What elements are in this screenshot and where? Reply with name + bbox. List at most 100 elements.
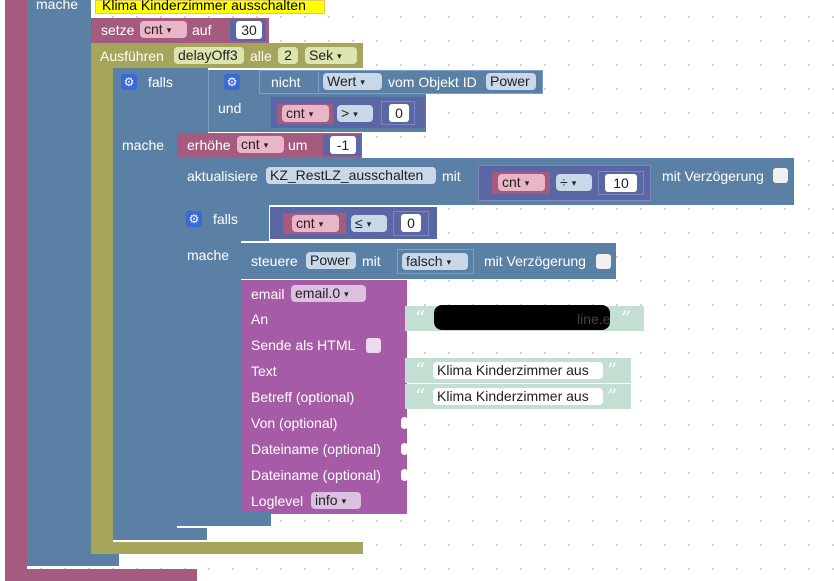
increment-num-field[interactable]: -1 [330, 136, 356, 154]
email-loglevel-value: info [315, 492, 338, 508]
quote-close-icon: ” [607, 384, 618, 408]
compare-num-field-2[interactable]: 0 [401, 214, 421, 232]
control-value-dropdown[interactable]: falsch▾ [402, 253, 468, 270]
gear-icon[interactable]: ⚙ [224, 74, 240, 90]
object-id-field[interactable]: Power [486, 73, 536, 90]
compare-var-value-2: cnt [296, 215, 315, 231]
compare-var-dropdown-2[interactable]: cnt▾ [292, 215, 339, 232]
interval-every-label: alle [250, 48, 272, 64]
interval-value-field[interactable]: 2 [278, 47, 298, 64]
interval-name-field[interactable]: delayOff3 [174, 47, 244, 64]
email-block[interactable] [241, 280, 407, 514]
gear-icon[interactable]: ⚙ [186, 211, 202, 227]
dropdown-arrow-icon: ▾ [337, 51, 342, 61]
compare-op-dropdown-2[interactable]: ≤▾ [351, 215, 387, 232]
increment-by-label: um [288, 137, 308, 153]
email-file1-socket[interactable] [401, 443, 408, 455]
increment-var-dropdown[interactable]: cnt▾ [237, 136, 284, 153]
dropdown-arrow-icon: ▾ [524, 178, 530, 188]
quote-open-icon: “ [415, 306, 426, 330]
not-label: nicht [271, 74, 301, 90]
email-to-value: line.e [577, 311, 611, 327]
email-file1-label: Dateiname (optional) [251, 441, 381, 457]
outer-event-block[interactable] [5, 0, 27, 574]
quote-close-icon: ” [621, 306, 632, 330]
compare-num-field-1[interactable]: 0 [389, 104, 409, 122]
interval-run-label: Ausführen [100, 48, 164, 64]
math-num-field[interactable]: 10 [605, 174, 637, 192]
dropdown-arrow-icon: ▾ [360, 77, 365, 87]
gear-icon[interactable]: ⚙ [121, 74, 137, 90]
control-value-text: falsch [406, 253, 443, 269]
dropdown-arrow-icon: ▾ [318, 219, 324, 229]
increment-var-value: cnt [241, 136, 260, 152]
comment-text: Klima Kinderzimmer ausschalten [102, 0, 306, 13]
if-do-label: mache [122, 137, 165, 153]
email-file2-socket[interactable] [401, 469, 408, 481]
email-file2-label: Dateiname (optional) [251, 467, 381, 483]
interval-value-text: 2 [284, 47, 292, 63]
control-delay-checkbox[interactable] [596, 254, 611, 269]
interval-unit-value: Sek [309, 47, 334, 63]
compare-op-dropdown-1[interactable]: >▾ [337, 105, 373, 122]
update-object-value: KZ_RestLZ_ausschalten [270, 167, 424, 183]
object-id-label: vom Objekt ID [388, 74, 477, 90]
math-op-dropdown[interactable]: ÷▾ [556, 174, 592, 191]
dropdown-arrow-icon: ▾ [263, 140, 269, 150]
set-to-label: auf [192, 22, 212, 38]
dropdown-arrow-icon: ▾ [571, 178, 577, 188]
compare-op-value-1: > [341, 105, 350, 121]
dropdown-arrow-icon: ▾ [353, 109, 358, 119]
email-subject-field[interactable]: Klima Kinderzimmer aus [433, 388, 603, 405]
set-variable-dropdown[interactable]: cnt▾ [140, 21, 187, 38]
interval-name-value: delayOff3 [178, 47, 238, 63]
if-block-left [113, 68, 177, 540]
quote-close-icon: ” [607, 358, 618, 382]
interval-block-left [91, 43, 113, 553]
outer-mache-label: mache [36, 0, 79, 12]
update-with-label: mit [442, 168, 461, 184]
compare-var-dropdown-1[interactable]: cnt▾ [282, 105, 329, 122]
email-instance-value: email.0 [295, 285, 341, 301]
dropdown-arrow-icon: ▾ [446, 257, 452, 267]
increment-num-text: -1 [336, 137, 350, 153]
email-from-label: Von (optional) [251, 415, 338, 431]
outer-logic-block-foot [27, 554, 119, 566]
interval-block-foot [91, 542, 363, 554]
math-num-text: 10 [613, 175, 629, 191]
dropdown-arrow-icon: ▾ [344, 289, 349, 299]
math-var-dropdown[interactable]: cnt▾ [498, 174, 545, 191]
set-variable-value: cnt [144, 21, 163, 37]
email-text-value: Klima Kinderzimmer aus [437, 362, 589, 378]
math-op-value: ÷ [560, 174, 568, 190]
if2-block-left [177, 205, 241, 525]
value-property-dropdown[interactable]: Wert▾ [323, 73, 382, 90]
control-label: steuere [251, 253, 298, 269]
email-instance-dropdown[interactable]: email.0▾ [291, 285, 366, 302]
quote-open-icon: “ [415, 358, 426, 382]
comment-bubble[interactable]: Klima Kinderzimmer ausschalten [95, 0, 325, 14]
value-property-text: Wert [327, 73, 357, 89]
update-delay-checkbox[interactable] [773, 168, 788, 183]
if2-label: falls [213, 211, 238, 227]
dropdown-arrow-icon: ▾ [308, 109, 314, 119]
email-html-checkbox[interactable] [366, 338, 381, 353]
control-object-value: Power [310, 252, 350, 268]
email-loglevel-dropdown[interactable]: info▾ [311, 492, 361, 509]
redacted-recipient [434, 305, 610, 330]
outer-logic-block[interactable] [27, 0, 91, 566]
and-label: und [218, 100, 242, 116]
interval-unit-dropdown[interactable]: Sek▾ [305, 47, 357, 64]
email-text-label: Text [251, 363, 277, 379]
compare-num-text-2: 0 [407, 215, 415, 231]
email-from-socket[interactable] [401, 417, 408, 429]
email-text-field[interactable]: Klima Kinderzimmer aus [433, 362, 603, 379]
control-object-field[interactable]: Power [306, 252, 356, 269]
set-value-field[interactable]: 30 [236, 21, 262, 39]
email-html-label: Sende als HTML [251, 337, 356, 353]
email-label: email [251, 286, 285, 302]
update-object-field[interactable]: KZ_RestLZ_ausschalten [266, 167, 436, 184]
increment-label: erhöhe [187, 137, 231, 153]
set-value-text: 30 [241, 22, 257, 38]
if2-do-label: mache [187, 247, 230, 263]
